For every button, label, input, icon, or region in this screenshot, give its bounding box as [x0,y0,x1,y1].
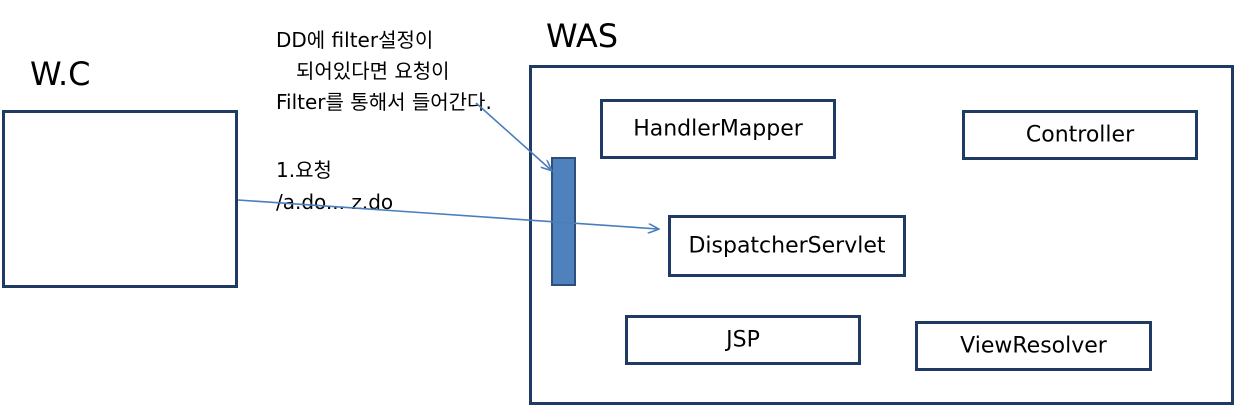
dispatcher-servlet-box: DispatcherServlet [668,215,906,277]
filter-note-line-3: Filter를 통해서 들어간다. [276,90,492,114]
controller-box: Controller [962,110,1198,160]
filter-note-line-2: 되어있다면 요청이 [296,59,450,83]
dispatcher-servlet-label: DispatcherServlet [688,233,886,259]
controller-label: Controller [1025,122,1135,148]
view-resolver-label: ViewResolver [960,333,1107,359]
client-box [2,110,238,288]
request-label-line-2: /a.do... z.do [276,190,394,214]
server-label: WAS [546,17,619,55]
view-resolver-box: ViewResolver [915,321,1152,371]
handler-mapper-box: HandlerMapper [600,99,836,159]
request-label-line-1: 1.요청 [276,158,332,182]
request-arrow [237,199,658,229]
filter-note-line-1: DD에 filter설정이 [276,28,434,52]
note-arrow [475,102,551,170]
jsp-label: JSP [726,327,760,353]
client-label: W.C [30,55,91,93]
jsp-box: JSP [625,315,861,365]
handler-mapper-label: HandlerMapper [633,116,803,142]
